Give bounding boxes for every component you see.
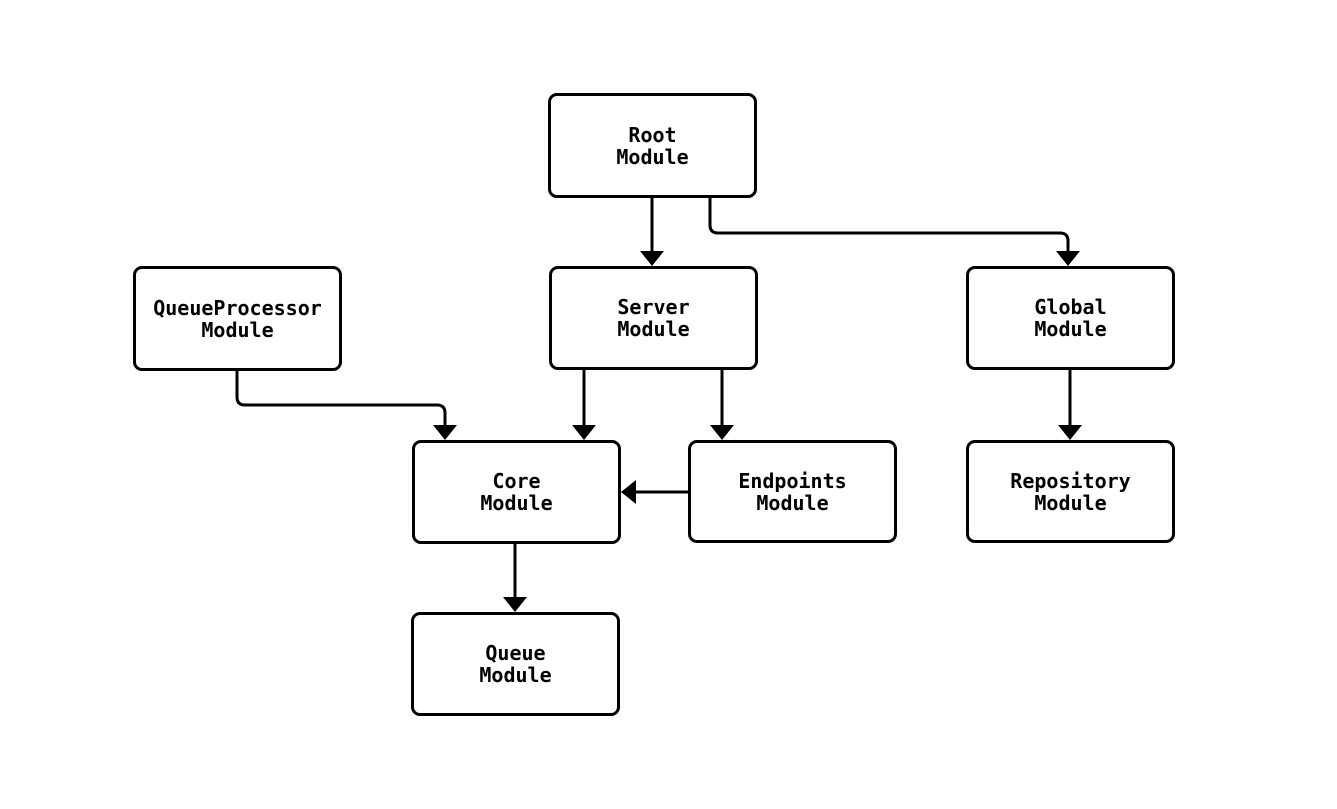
node-server-module: Server Module [549, 266, 758, 370]
node-queue-module-label: Queue Module [479, 641, 552, 687]
edge-server-to-core [572, 370, 596, 440]
edge-root-to-server [640, 198, 664, 266]
edge-server-to-endpoints [710, 370, 734, 440]
node-root-module-label: Root Module [616, 122, 689, 169]
node-endpoints-module: Endpoints Module [688, 440, 897, 543]
edge-endpoints-to-core [621, 480, 688, 504]
node-queueprocessor-module: QueueProcessor Module [133, 266, 342, 371]
edge-core-to-queue [503, 544, 527, 612]
edge-global-to-repository [1058, 370, 1082, 440]
edge-queueprocessor-to-core [235, 371, 457, 440]
node-queueprocessor-module-label: QueueProcessor Module [153, 295, 322, 342]
node-root-module: Root Module [548, 93, 757, 198]
node-global-module-label: Global Module [1034, 295, 1107, 341]
node-core-module: Core Module [412, 440, 621, 544]
node-repository-module-label: Repository Module [1010, 468, 1131, 515]
node-repository-module: Repository Module [966, 440, 1175, 543]
edge-root-to-global [708, 198, 1080, 266]
node-core-module-label: Core Module [480, 469, 553, 515]
node-server-module-label: Server Module [617, 295, 690, 341]
node-queue-module: Queue Module [411, 612, 620, 716]
node-endpoints-module-label: Endpoints Module [738, 468, 847, 515]
node-global-module: Global Module [966, 266, 1175, 370]
